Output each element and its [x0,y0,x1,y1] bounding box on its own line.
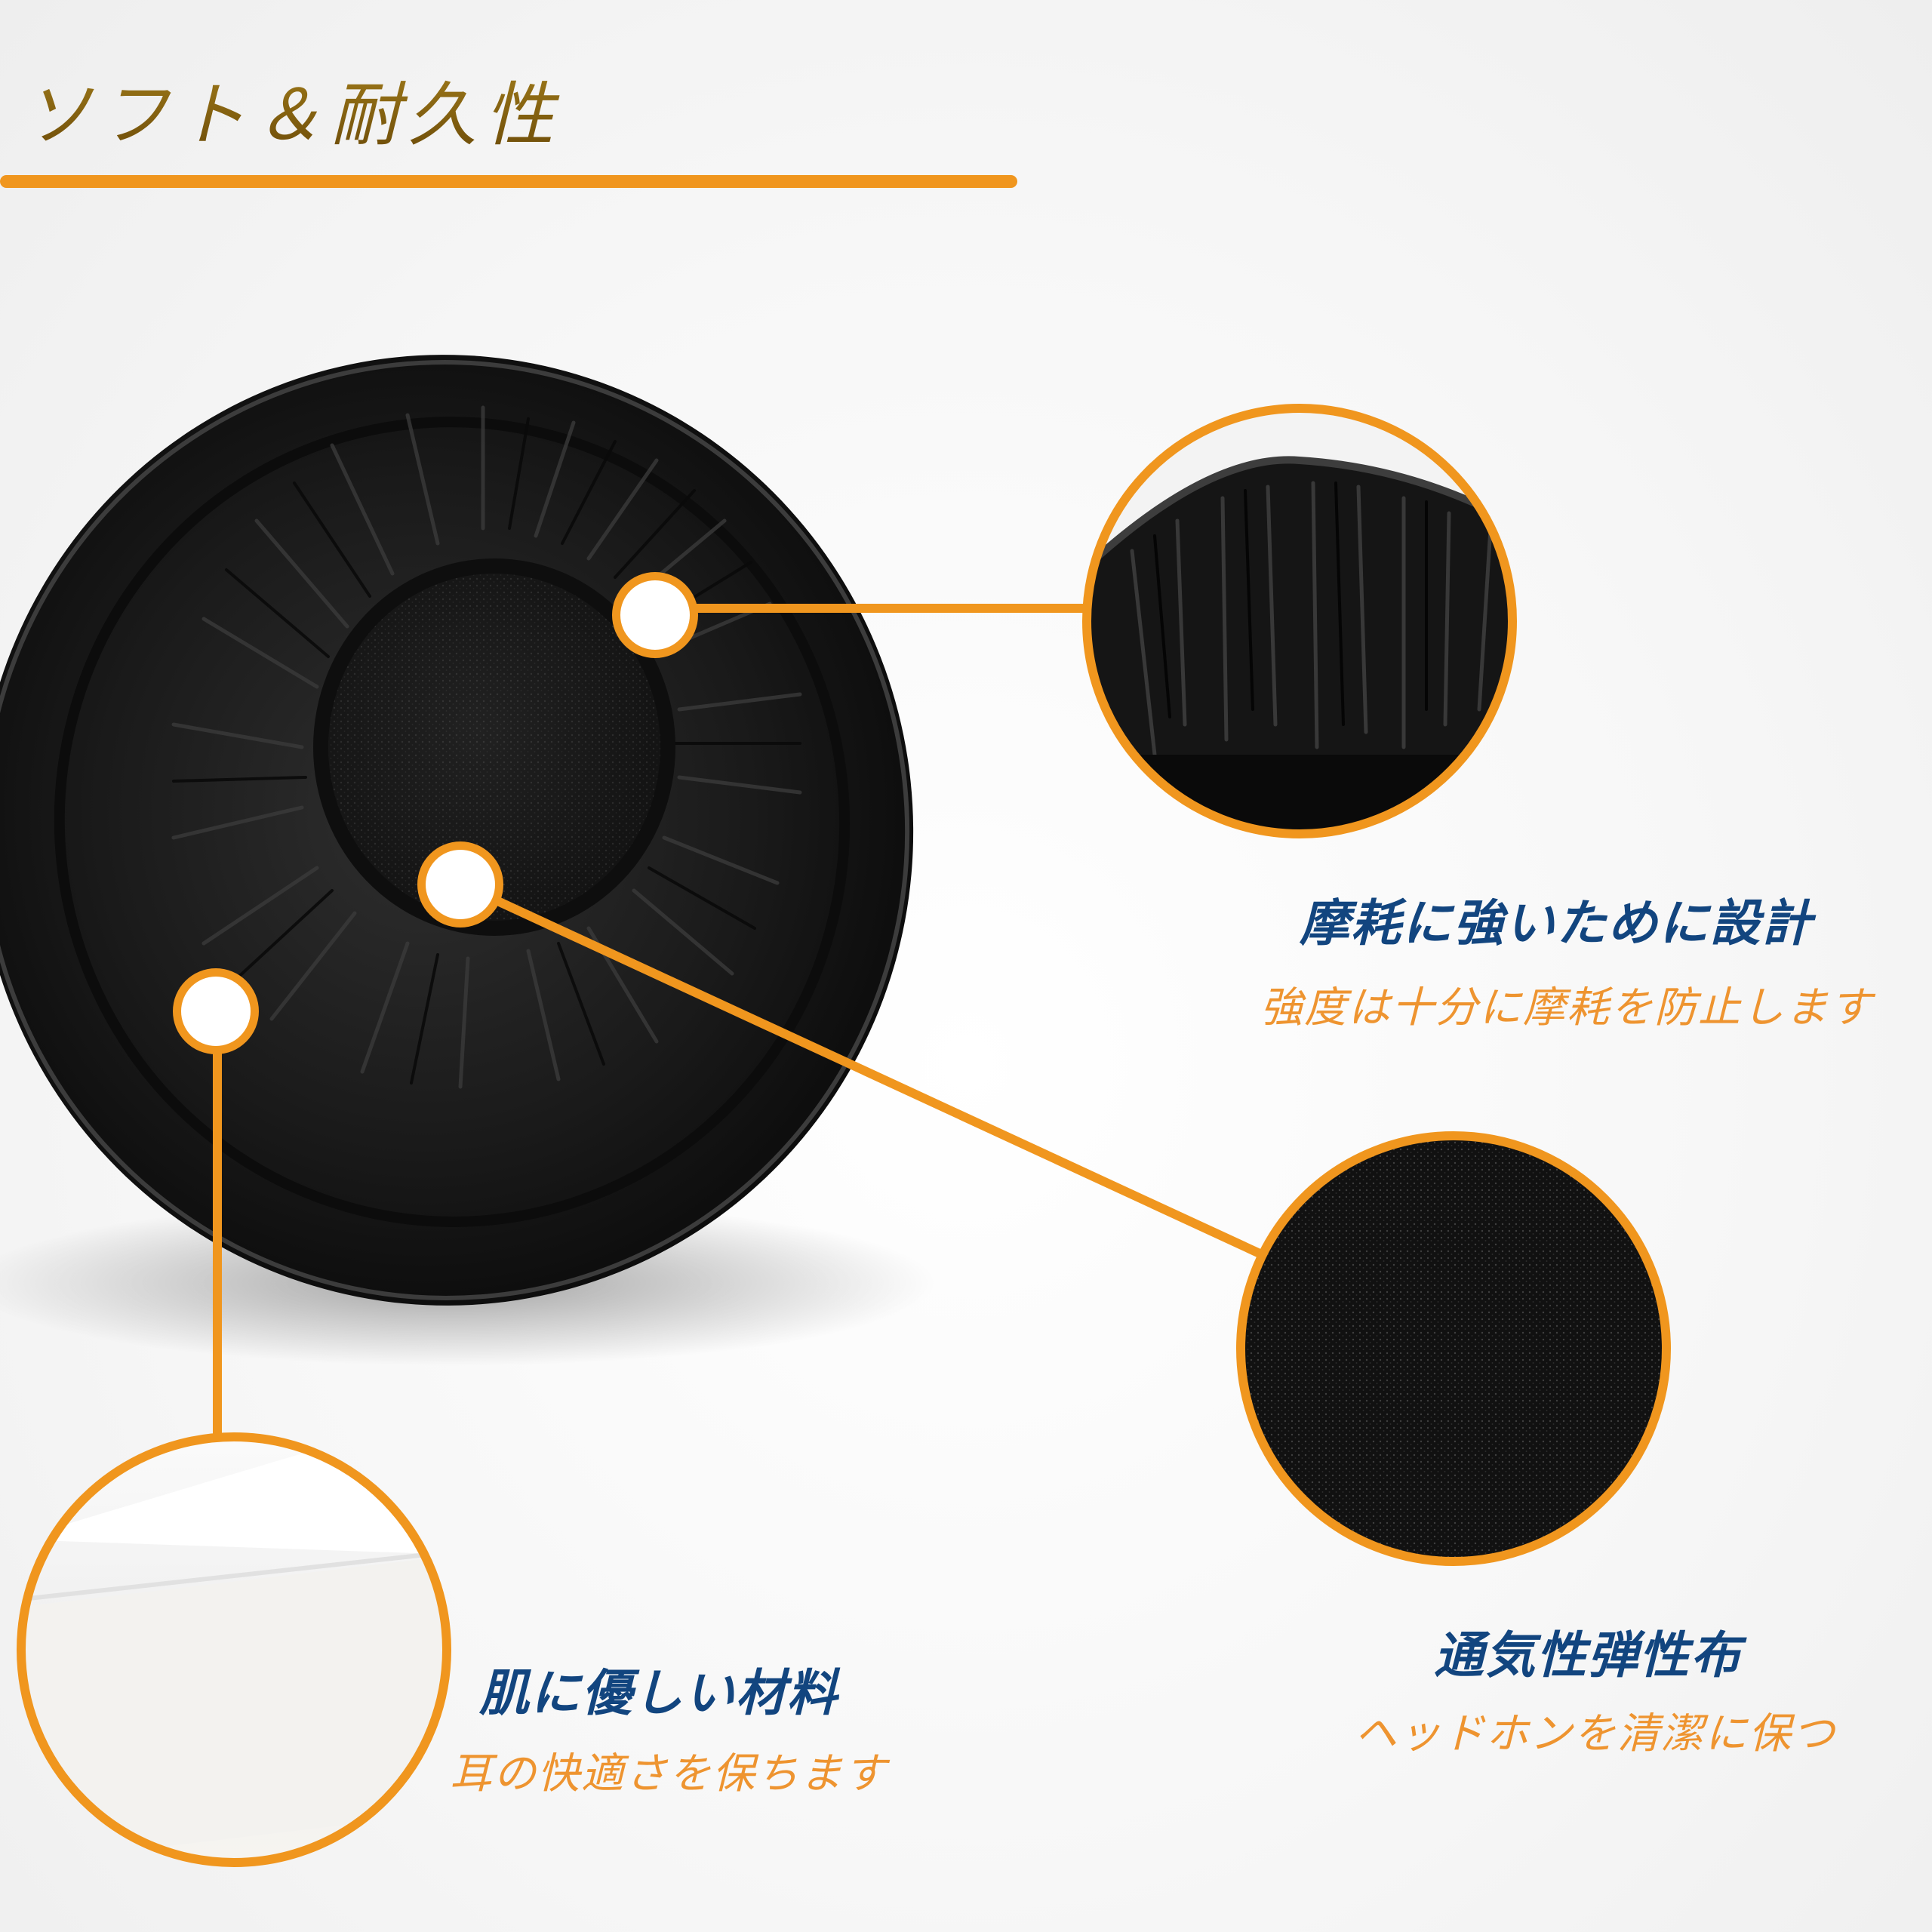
connector-line-fabric [460,880,1391,1318]
callout-connectors [213,604,1391,1438]
fabric-closeup-zoom-circle [1236,1131,1671,1566]
feature-fabric-title: 通気性弾性布 [1434,1626,1742,1684]
page-title: ソフト＆耐久性 [23,59,561,159]
feature-foam-subtitle: 耳の快適さを保ちます [450,1749,888,1798]
foam-closeup-zoom-circle [17,1432,451,1867]
feature-foam-title: 肌に優しい材料 [479,1663,838,1722]
feature-wear-title: 摩耗に強いために設計 [1300,894,1813,952]
leather-closeup-zoom-circle [1082,404,1517,838]
marker-foam-icon [173,968,259,1054]
feature-wear-subtitle: 強度は十分に摩耗を防止します [1260,983,1873,1032]
feature-fabric-subtitle: ヘッドホンを清潔に保つ [1355,1709,1836,1758]
title-underline [0,175,1017,188]
ear-cushion-image [0,355,914,1306]
marker-fabric-icon [417,841,503,928]
marker-wear-icon [612,572,698,658]
